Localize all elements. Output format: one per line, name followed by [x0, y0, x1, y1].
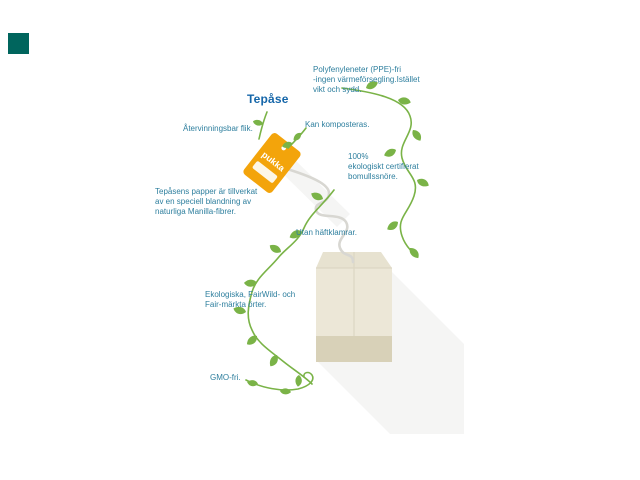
- annotation-manilla-paper: Tepåsens papper är tillverkat av en spec…: [155, 187, 258, 216]
- page-title: Tepåse: [247, 92, 289, 106]
- pukka-tag: pukka: [243, 133, 301, 193]
- brand-logo-square: [8, 33, 29, 54]
- annotation-compostable: Kan komposteras.: [305, 120, 370, 129]
- annotation-cotton-string: 100% ekologiskt certifierat bomullssnöre…: [348, 152, 419, 181]
- annotation-recyclable-tab: Återvinningsbar flik.: [183, 124, 253, 133]
- bag-shadow: [318, 272, 464, 434]
- annotation-ppe-free: Polyfenyleneter (PPE)-fri -ingen värmefö…: [313, 65, 420, 94]
- annotation-herbs: Ekologiska, FairWild- och Fair-märkta ör…: [205, 290, 296, 309]
- tea-bag: [316, 252, 392, 362]
- annotation-no-staples: Utan häftklamrar.: [296, 228, 357, 237]
- tea-bag-bottom-band: [316, 336, 392, 362]
- cotton-string: [282, 166, 355, 264]
- annotation-gmo-free: GMO-fri.: [210, 373, 241, 382]
- tag-banner: [252, 161, 278, 183]
